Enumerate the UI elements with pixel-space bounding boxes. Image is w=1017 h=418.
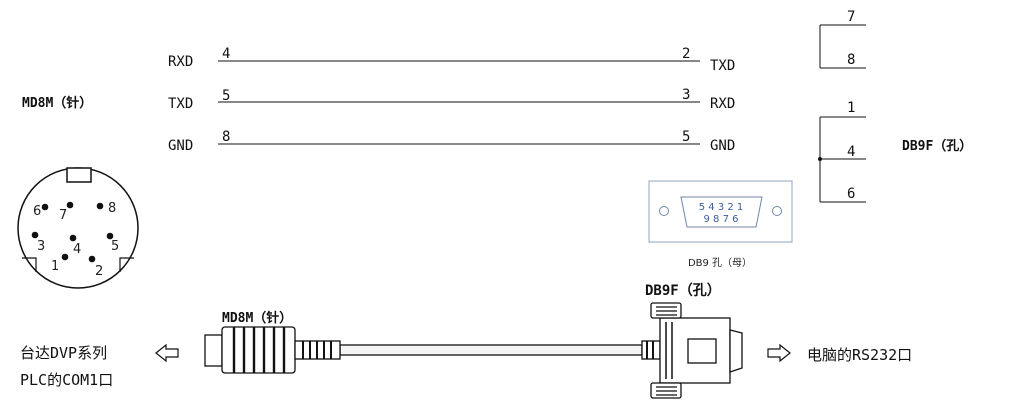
- jumper-pin-8: 8: [847, 52, 855, 68]
- jumper-1-4-6: [818, 116, 866, 203]
- cable-db9f-label: DB9F（孔）: [645, 283, 721, 299]
- plc-port-line2: PLC的COM1口: [20, 371, 113, 389]
- row1-left-signal: RXD: [168, 54, 193, 70]
- hollow-arrow-left-icon: [155, 343, 179, 363]
- hollow-arrow-right-icon: [767, 343, 791, 363]
- md8-pinout-icon: [17, 167, 139, 289]
- db9-top-row-pins: 5 4 3 2 1: [699, 202, 744, 213]
- md8-pin-3: 3: [37, 239, 45, 254]
- row2-right-signal: RXD: [710, 96, 735, 112]
- row3-right-signal: GND: [710, 138, 735, 154]
- db9-bottom-row-pins: 9 8 7 6: [704, 214, 739, 225]
- row1-left-pin: 4: [222, 46, 230, 62]
- md8-pin-2: 2: [95, 264, 103, 279]
- row3-left-signal: GND: [168, 138, 193, 154]
- md8-pin-5: 5: [111, 239, 119, 254]
- row2-left-pin: 5: [222, 88, 230, 104]
- md8-pin-6: 6: [33, 204, 41, 219]
- jumper-pin-6: 6: [847, 186, 855, 202]
- md8-pin-8: 8: [108, 201, 116, 216]
- cable-md8m-label: MD8M（针）: [222, 310, 292, 326]
- row1-right-signal: TXD: [710, 58, 735, 74]
- md8m-connector-label: MD8M（针）: [22, 95, 92, 111]
- db9-caption: DB9 孔（母）: [688, 257, 752, 269]
- row3-right-pin: 5: [682, 129, 690, 145]
- md8-pin-1: 1: [51, 259, 59, 274]
- md8-pin-4: 4: [73, 242, 81, 257]
- db9f-connector-label: DB9F（孔）: [902, 138, 972, 154]
- md8-pin-7: 7: [59, 208, 67, 223]
- db9-face-icon: [648, 180, 793, 243]
- row2-left-signal: TXD: [168, 96, 193, 112]
- jumper-7-8: [819, 24, 866, 69]
- jumper-pin-1: 1: [847, 100, 855, 116]
- row1-right-pin: 2: [682, 46, 690, 62]
- jumper-pin-4: 4: [847, 144, 855, 160]
- jumper-pin-7: 7: [847, 9, 855, 25]
- plc-port-line1: 台达DVP系列: [20, 344, 107, 362]
- row3-left-pin: 8: [222, 129, 230, 145]
- cable-assembly: [204, 302, 743, 399]
- pc-port-label: 电脑的RS232口: [807, 346, 912, 364]
- row2-right-pin: 3: [682, 87, 690, 103]
